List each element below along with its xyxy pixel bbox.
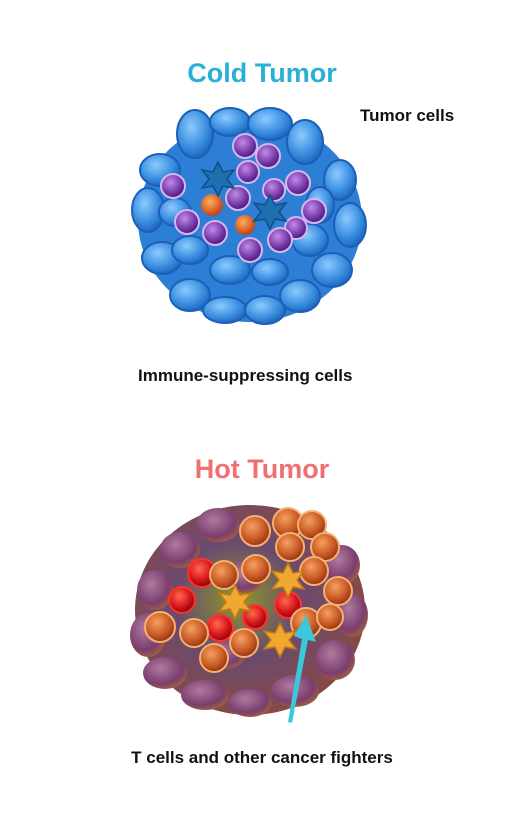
cold-tumor-cell (209, 255, 251, 285)
hot-tumor-title: Hot Tumor (194, 454, 330, 484)
star-cancer-fighter-cell (270, 561, 306, 599)
cold-tumor-cell (251, 258, 289, 286)
hot-star-cells-group (217, 561, 306, 659)
purple-immune-cell (262, 178, 286, 202)
hot-t-cells-group (144, 507, 353, 673)
cold-tumor-cell (247, 107, 293, 141)
star-cancer-fighter-cell (217, 583, 253, 621)
hot-tumor-cell (196, 508, 240, 542)
cold-tumor-cell (169, 278, 211, 312)
star-immune-suppressing-cell (252, 193, 288, 231)
purple-immune-cell (301, 198, 327, 224)
tumor-cells-label: Tumor cells (360, 106, 455, 125)
star-cancer-fighter-cell (262, 621, 298, 659)
pointer-arrow (288, 615, 316, 723)
red-cell (206, 614, 234, 642)
hot-tumor-cell (181, 680, 229, 710)
hot-tumor-illustration (130, 505, 368, 723)
hot-tumor-cell (315, 640, 355, 680)
red-cell (168, 586, 196, 614)
purple-immune-cell (174, 209, 200, 235)
cold-tumor-cell (171, 235, 209, 265)
t-cell (323, 576, 353, 606)
t-cell (239, 515, 271, 547)
purple-immune-cell (225, 185, 251, 211)
cold-tumor-cell (279, 279, 321, 313)
purple-immune-cell (237, 237, 263, 263)
cold-tumor-cell (323, 159, 357, 201)
purple-immune-cell (236, 160, 260, 184)
hot-tumor-cell (143, 657, 187, 689)
t-cell (297, 510, 327, 540)
cold-tumor-cell (202, 296, 248, 324)
cold-tumor-cell (333, 202, 367, 248)
purple-immune-cell (255, 143, 281, 169)
hot-tumor-cell (160, 532, 200, 568)
purple-immune-cell (202, 220, 228, 246)
t-cell (209, 560, 239, 590)
cold-tumor-cell (176, 109, 214, 159)
t-cell (275, 532, 305, 562)
cold-tumor-illustration (131, 107, 367, 325)
cold-tumor-cell (244, 295, 286, 325)
cold-tumor-cell (311, 252, 353, 288)
orange-cell (201, 194, 223, 216)
purple-immune-cell (267, 227, 293, 253)
purple-immune-cell (285, 170, 311, 196)
cold-star-cells-group (200, 160, 288, 231)
t-cell (179, 618, 209, 648)
cold-tumor-cell (286, 119, 324, 165)
hot-tumor-cell (228, 689, 272, 717)
t-cell (229, 628, 259, 658)
t-cell (199, 643, 229, 673)
hot-tumor-cell (137, 570, 173, 610)
cold-immune-cells-group (160, 133, 327, 263)
star-immune-suppressing-cell (200, 160, 236, 198)
t-cells-label: T cells and other cancer fighters (131, 748, 393, 767)
cold-tumor-cell (209, 107, 251, 137)
t-cell (316, 603, 344, 631)
cold-tumor-title: Cold Tumor (187, 58, 337, 88)
t-cell (241, 554, 271, 584)
orange-cell (235, 215, 255, 235)
t-cell (144, 611, 176, 643)
purple-immune-cell (232, 133, 258, 159)
immune-suppressing-cells-label: Immune-suppressing cells (138, 366, 353, 385)
purple-immune-cell (160, 173, 186, 199)
